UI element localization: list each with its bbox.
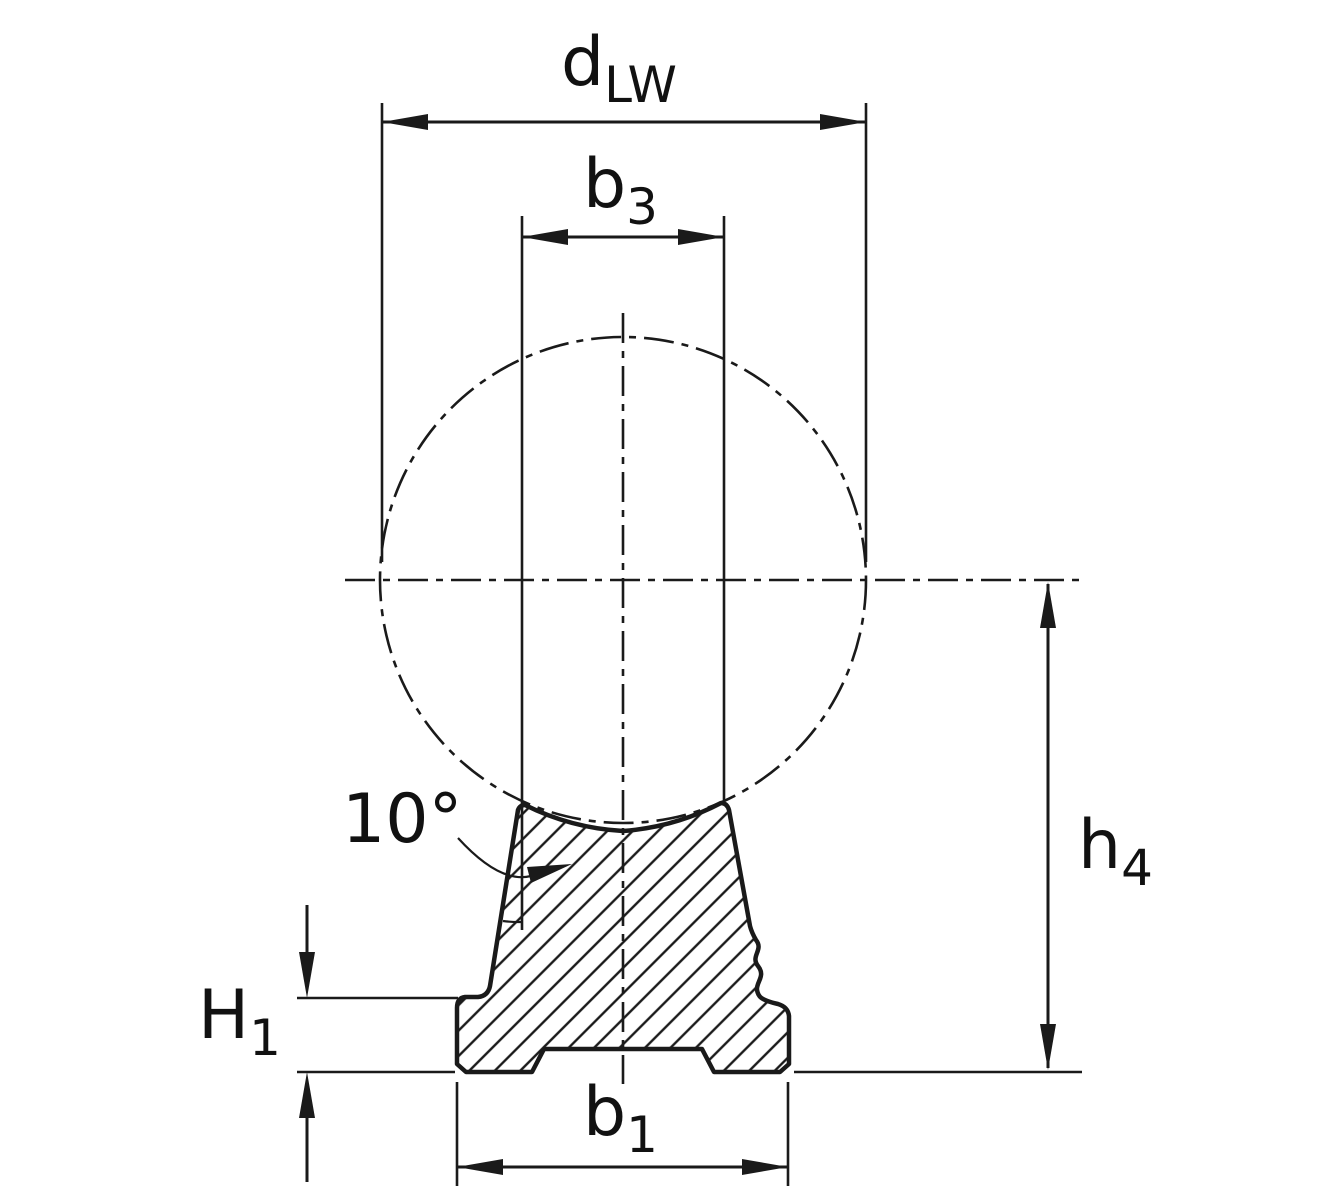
h1-label-sub: 1: [249, 1009, 281, 1067]
b3-label-sub: 3: [626, 178, 658, 236]
b3-label: b3: [583, 145, 658, 236]
angle-label: 10°: [342, 780, 463, 859]
b3-left-arrowhead-icon: [522, 229, 568, 245]
angle-callout: 10°: [342, 780, 572, 924]
d-lw-right-arrowhead-icon: [820, 114, 866, 130]
d-lw-label-sub: LW: [604, 56, 677, 114]
h4-top-arrowhead-icon: [1040, 582, 1056, 628]
d-lw-left-arrowhead-icon: [382, 114, 428, 130]
h1-label-base: H: [198, 976, 249, 1055]
dimension-b1: b1: [455, 1073, 790, 1186]
b1-label-sub: 1: [626, 1106, 658, 1164]
dimension-h4: h4: [794, 582, 1153, 1074]
h1-bottom-arrowhead-icon: [299, 1072, 315, 1118]
b3-label-base: b: [583, 145, 626, 224]
b1-right-arrowhead-icon: [742, 1159, 788, 1175]
d-lw-label: dLW: [561, 23, 677, 114]
d-lw-label-base: d: [561, 23, 604, 102]
b1-label: b1: [583, 1073, 658, 1164]
h4-bottom-arrowhead-icon: [1040, 1024, 1056, 1070]
angle-leader-arrowhead-icon: [527, 864, 572, 883]
dimension-b3: b3: [520, 145, 726, 930]
h4-label: h4: [1078, 806, 1153, 897]
h1-label: H1: [198, 976, 281, 1067]
h4-label-base: h: [1078, 806, 1121, 885]
b3-right-arrowhead-icon: [678, 229, 724, 245]
h4-label-sub: 4: [1121, 839, 1153, 897]
dimension-h1: H1: [198, 905, 458, 1182]
angle-label-value: 10°: [342, 780, 463, 859]
angle-arc: [502, 919, 523, 924]
dimension-d-lw: dLW: [380, 23, 868, 562]
b1-label-base: b: [583, 1073, 626, 1152]
b1-left-arrowhead-icon: [457, 1159, 503, 1175]
rail-profile-cross-section: [454, 800, 792, 1075]
angle-leader-line: [457, 837, 532, 879]
ball-circle: [378, 335, 868, 825]
h1-top-arrowhead-icon: [299, 952, 315, 998]
